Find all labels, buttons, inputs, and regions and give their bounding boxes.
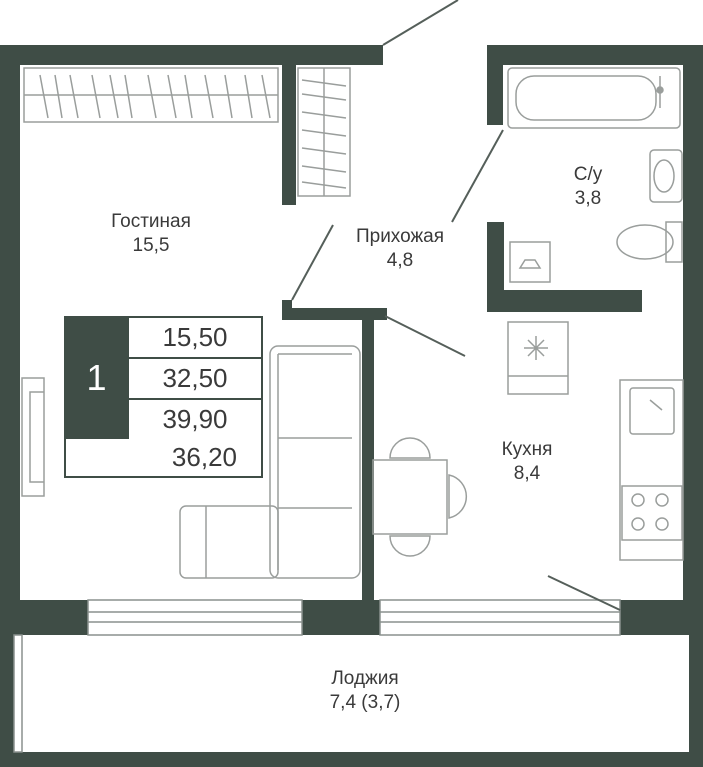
wall-living-kitchen-top bbox=[282, 308, 387, 320]
total-with-loggia-cell: 39,90 bbox=[129, 398, 263, 441]
wall-bath-left-top bbox=[487, 45, 503, 125]
sofa-icon bbox=[179, 345, 361, 579]
walls bbox=[0, 45, 703, 767]
room-label-hall: Прихожая 4,8 bbox=[325, 225, 475, 273]
wardrobe-hall-icon bbox=[297, 67, 351, 197]
wall-loggia-right bbox=[689, 600, 703, 767]
room-area: 15,5 bbox=[132, 234, 170, 256]
room-area: 8,4 bbox=[513, 462, 541, 484]
wall-bottom-mid bbox=[302, 600, 380, 635]
room-area: 4,8 bbox=[386, 249, 414, 271]
window-kitchen bbox=[379, 599, 621, 636]
total-area-cell: 32,50 bbox=[129, 357, 263, 400]
entrance-door bbox=[382, 0, 459, 46]
fridge-icon bbox=[507, 321, 569, 395]
wall-wardrobe-right bbox=[282, 45, 296, 205]
door-loggia bbox=[547, 575, 621, 611]
other-area-cell: 36,20 bbox=[64, 439, 263, 478]
toilet-icon bbox=[616, 221, 683, 263]
stove-icon bbox=[621, 485, 683, 541]
room-count-cell: 1 bbox=[64, 316, 129, 439]
wall-living-kitchen bbox=[362, 308, 374, 605]
window-loggia bbox=[13, 634, 23, 753]
window-living bbox=[87, 599, 303, 636]
room-name: Лоджия bbox=[331, 668, 399, 689]
wall-left bbox=[0, 45, 20, 605]
room-area: 7,4 (3,7) bbox=[329, 691, 401, 713]
kitchen-sink-icon bbox=[629, 387, 675, 435]
wall-right bbox=[683, 45, 703, 635]
room-label-kitchen: Кухня 8,4 bbox=[472, 438, 582, 486]
bathtub-icon bbox=[507, 67, 681, 129]
sink-icon bbox=[649, 149, 683, 203]
wall-loggia-bottom bbox=[0, 752, 703, 767]
door-bathroom bbox=[451, 129, 504, 223]
room-label-loggia: Лоджия 7,4 (3,7) bbox=[280, 667, 450, 715]
room-label-living: Гостиная 15,5 bbox=[76, 210, 226, 258]
door-kitchen bbox=[384, 315, 466, 357]
tv-icon bbox=[21, 377, 45, 497]
room-label-bathroom: С/у 3,8 bbox=[548, 163, 628, 211]
wall-bath-left-bottom bbox=[487, 222, 503, 310]
door-living bbox=[291, 224, 334, 301]
washing-machine-icon bbox=[509, 241, 551, 283]
wall-bottom-left bbox=[0, 600, 88, 635]
windows bbox=[13, 599, 621, 753]
room-name: Прихожая bbox=[355, 226, 445, 247]
wardrobe-icon bbox=[23, 67, 279, 123]
wall-top-left bbox=[0, 45, 383, 65]
area-summary-table: 1 15,50 32,50 39,90 36,20 bbox=[64, 316, 263, 480]
wall-top-right bbox=[487, 45, 703, 65]
living-area-cell: 15,50 bbox=[129, 316, 263, 359]
wall-loggia-left bbox=[0, 600, 14, 767]
wall-bath-bottom bbox=[487, 290, 642, 312]
room-name: С/у bbox=[573, 164, 603, 185]
room-name: Кухня bbox=[501, 439, 553, 460]
interior-doors bbox=[291, 129, 621, 611]
room-area: 3,8 bbox=[574, 187, 602, 209]
kitchen-counter bbox=[619, 379, 684, 561]
room-name: Гостиная bbox=[111, 211, 191, 232]
dining-table-icon bbox=[372, 459, 448, 535]
chair-icon bbox=[389, 437, 468, 557]
